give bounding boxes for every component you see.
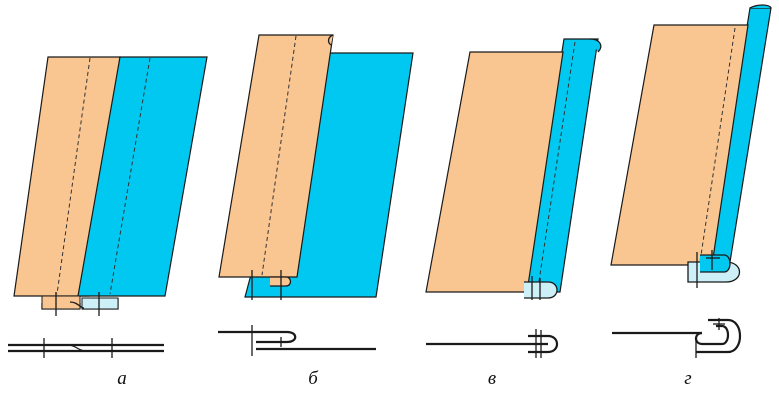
panel-b-label: б [308, 368, 318, 389]
panel-a [8, 56, 208, 358]
panel-g-schematic [612, 318, 742, 358]
panel-b-fabric-top [218, 34, 334, 278]
panel-v [425, 38, 602, 358]
panel-g [610, 4, 772, 358]
panel-a-label: а [117, 368, 127, 389]
panel-v-label: в [487, 368, 497, 389]
panel-v-schematic [426, 329, 559, 358]
panel-a-schematic [8, 338, 164, 358]
panel-a-fabric-bottom [77, 56, 208, 297]
panel-b-schematic [218, 325, 376, 356]
panel-b [218, 34, 414, 356]
panel-g-label: г [684, 368, 692, 389]
